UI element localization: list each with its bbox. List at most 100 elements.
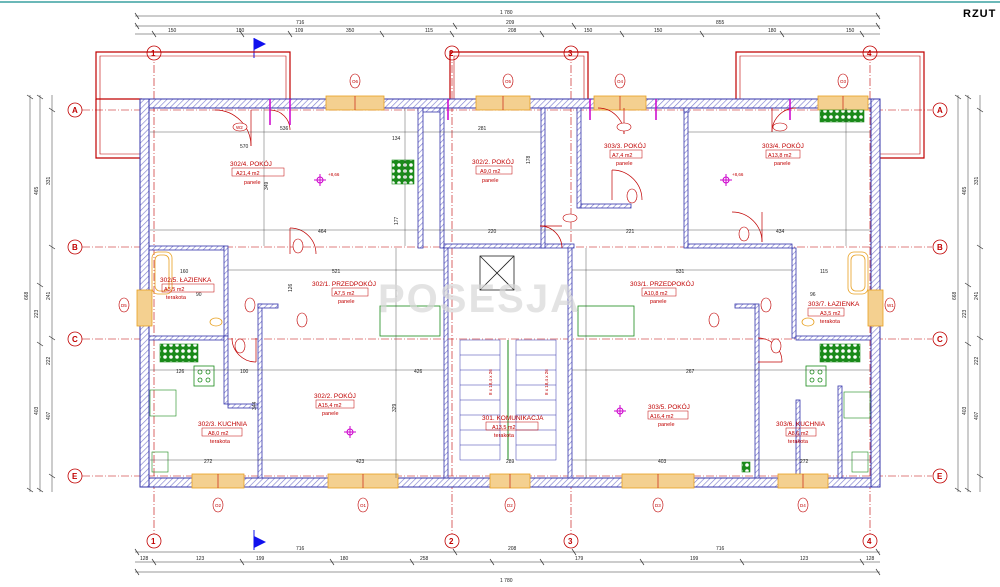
- room-3-floor: panele: [616, 161, 633, 167]
- dim-top-r2-3: 350: [346, 28, 355, 34]
- dimension-ticks: [26, 12, 984, 576]
- dim-bot-r2-0: 128: [140, 556, 149, 562]
- room-10-area: A13,5 m2: [492, 425, 516, 431]
- room-9-floor: panele: [322, 411, 339, 417]
- dim-right-r2-3: 407: [974, 411, 980, 420]
- dim-bot-r1-1: 208: [508, 546, 517, 552]
- room-7-floor: terakota: [166, 295, 187, 301]
- dim-right-r2-1: 241: [974, 291, 980, 300]
- dim-top-r2-7: 150: [654, 28, 663, 34]
- sinks: [209, 317, 815, 327]
- dim-top-r2-4: 115: [425, 28, 433, 34]
- dimension-lines: [29, 15, 981, 573]
- stairs-label-left: 8 x 18,4 x 26: [488, 369, 493, 395]
- drawing-title: RZUT: [963, 8, 996, 20]
- tag-o3: O3: [840, 79, 847, 84]
- idim-24: 531: [676, 269, 685, 275]
- watermark: POSESJA: [378, 277, 581, 321]
- dim-right-r1-1: 223: [962, 309, 968, 318]
- room-11-floor: panele: [658, 422, 675, 428]
- dim-bot-r2-4: 258: [420, 556, 429, 562]
- idim-9: 289: [506, 459, 515, 465]
- room-5-area: A7,5 m2: [334, 291, 354, 297]
- idim-12: 100: [240, 369, 249, 375]
- room-8-name: 303/7. ŁAZIENKA: [808, 301, 860, 308]
- room-13-floor: terakota: [788, 439, 809, 445]
- room-3-name: 303/3. POKÓJ: [604, 141, 646, 150]
- idim-13: 267: [686, 369, 695, 375]
- balconies: [95, 51, 925, 159]
- axis-left-c: C: [72, 335, 78, 344]
- idim-17: 177: [394, 216, 400, 225]
- elevator-shaft: [479, 255, 515, 291]
- room-7-name: 302/5. ŁAZIENKA: [160, 277, 212, 284]
- window-mullions: [217, 96, 844, 488]
- axis-bot-1: 1: [151, 537, 156, 546]
- axis-bot-2: 2: [449, 537, 454, 546]
- door-thresholds: [269, 99, 791, 125]
- room-9-name: 302/2. POKÓJ: [314, 391, 356, 400]
- dim-top-r1-1: 209: [506, 20, 515, 26]
- tag-d4: D4: [800, 503, 806, 508]
- room-7-area: A3,5 m2: [164, 287, 184, 293]
- dim-left-r1-0: 465: [34, 186, 40, 195]
- room-11-name: 303/5. POKÓJ: [648, 402, 690, 411]
- room-4-name: 303/4. POKÓJ: [762, 141, 804, 150]
- tag-circles: [118, 73, 896, 513]
- idim-23: 434: [776, 229, 785, 235]
- axis-top-4: 4: [867, 49, 872, 58]
- room-12-area: A8,0 m2: [208, 431, 228, 437]
- room-5-floor: panele: [338, 299, 355, 305]
- dim-right-r2-0: 331: [974, 176, 980, 185]
- bathtubs: [151, 251, 869, 295]
- room-6-area: A10,8 m2: [644, 291, 668, 297]
- axis-right-b: B: [937, 243, 943, 252]
- room-1-name: 302/4. POKÓJ: [230, 159, 272, 168]
- room-5-name: 302/1. PRZEDPOKÓJ: [312, 279, 376, 288]
- chimney-blocks: [379, 305, 635, 337]
- room-10-floor: terakota: [494, 433, 515, 439]
- idim-6: 426: [414, 369, 423, 375]
- axis-right-e: E: [937, 472, 943, 481]
- idim-1: 536: [280, 126, 289, 132]
- axis-left-a: A: [72, 106, 78, 115]
- dim-top-r1-0: 716: [296, 20, 305, 26]
- idim-8: 423: [356, 459, 365, 465]
- dim-bot-r1-0: 716: [296, 546, 305, 552]
- room-8-floor: terakota: [820, 319, 841, 325]
- dim-bot-r2-6: 199: [690, 556, 699, 562]
- tag-o1: O1: [360, 503, 367, 508]
- tag-w2: W2: [236, 125, 243, 130]
- idim-0: 570: [240, 144, 249, 150]
- dim-bot-r2-8: 128: [866, 556, 875, 562]
- level-markers: [314, 174, 732, 438]
- axis-top-2: 2: [449, 49, 454, 58]
- idim-2: 281: [478, 126, 487, 132]
- axis-top-3: 3: [568, 49, 573, 58]
- dim-bot-r2-7: 123: [800, 556, 809, 562]
- internal-dim-lines: [150, 108, 870, 478]
- room-11-area: A16,4 m2: [650, 414, 674, 420]
- axis-top-1: 1: [151, 49, 156, 58]
- staircase: [459, 339, 557, 461]
- dim-left-outer: 668: [24, 291, 30, 300]
- axis-right-a: A: [937, 106, 943, 115]
- room-6-name: 303/1. PRZEDPOKÓJ: [630, 279, 694, 288]
- idim-5: 521: [332, 269, 341, 275]
- room-8-area: A3,5 m2: [820, 311, 840, 317]
- tag-d3: D3: [655, 503, 661, 508]
- tag-o6: O6: [352, 79, 359, 84]
- tag-w1: W1: [887, 303, 894, 308]
- idim-18: 126: [288, 283, 294, 292]
- interior-walls: [148, 107, 872, 479]
- dim-top-r2-9: 150: [846, 28, 855, 34]
- dim-top-r2-0: 150: [168, 28, 177, 34]
- idim-19: 344: [252, 401, 258, 410]
- idim-21: 178: [526, 155, 532, 164]
- tag-o5: O5: [505, 79, 512, 84]
- dim-bot-r2-2: 199: [256, 556, 265, 562]
- dim-right-r1-0: 465: [962, 186, 968, 195]
- room-4-floor: panele: [774, 161, 791, 167]
- section-arrow-bottom: [254, 536, 266, 548]
